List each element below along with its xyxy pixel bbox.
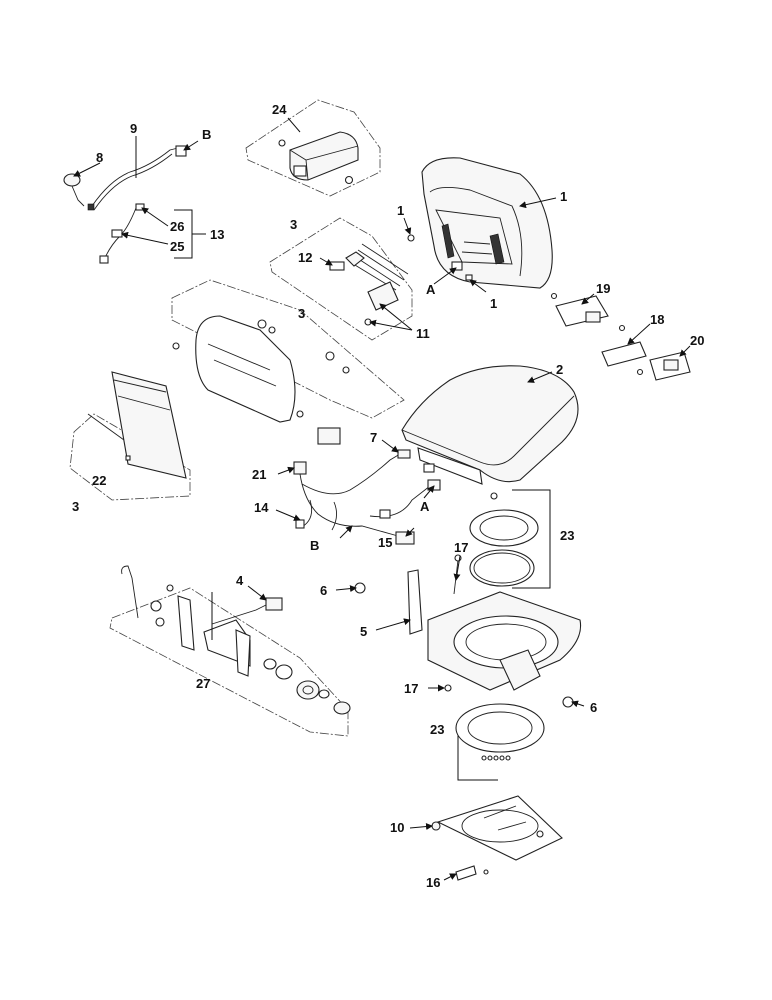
bracket-23-bottom bbox=[457, 730, 498, 781]
ring-23-top bbox=[469, 492, 539, 587]
bracket-19 bbox=[550, 292, 609, 327]
bracket-18 bbox=[601, 324, 647, 367]
callout-19: 19 bbox=[596, 281, 610, 296]
harness-13 bbox=[99, 203, 145, 264]
callout-5: 5 bbox=[360, 624, 367, 639]
callout-1-screw-lower: 1 bbox=[490, 296, 497, 311]
bracket-20 bbox=[636, 351, 691, 381]
callout-labels: 1 1 1 A 2 24 B 9 8 26 13 25 3 12 11 3 19… bbox=[72, 102, 704, 890]
callout-18: 18 bbox=[650, 312, 664, 327]
seat-cushion bbox=[401, 365, 579, 485]
callout-2: 2 bbox=[556, 362, 563, 377]
callout-6-left: 6 bbox=[320, 583, 327, 598]
callout-25: 25 bbox=[170, 239, 184, 254]
callout-9: 9 bbox=[130, 121, 137, 136]
callout-22: 22 bbox=[92, 473, 106, 488]
callout-10: 10 bbox=[390, 820, 404, 835]
suspension-assembly bbox=[121, 565, 351, 715]
callout-3-bottom: 3 bbox=[72, 499, 79, 514]
callout-6-right: 6 bbox=[590, 700, 597, 715]
callout-21: 21 bbox=[252, 467, 266, 482]
callout-12: 12 bbox=[298, 250, 312, 265]
callout-13: 13 bbox=[210, 227, 224, 242]
callout-1-seat-back: 1 bbox=[560, 189, 567, 204]
ring-23-bottom bbox=[455, 703, 545, 761]
leader-lines bbox=[73, 117, 691, 881]
swivel-base bbox=[354, 554, 582, 708]
callout-8: 8 bbox=[96, 150, 103, 165]
lever-mechanism bbox=[329, 243, 409, 326]
cover-plate bbox=[87, 371, 187, 479]
seat-back bbox=[421, 157, 553, 289]
callout-b-upper: B bbox=[202, 127, 211, 142]
callout-26: 26 bbox=[170, 219, 184, 234]
callout-20: 20 bbox=[690, 333, 704, 348]
harness-9 bbox=[63, 145, 187, 211]
callout-1-screw-upper: 1 bbox=[397, 203, 404, 218]
main-harness bbox=[293, 449, 441, 545]
callout-4: 4 bbox=[236, 573, 244, 588]
bracket-16 bbox=[455, 865, 489, 881]
callout-17-lower: 17 bbox=[404, 681, 418, 696]
callout-7: 7 bbox=[370, 430, 377, 445]
callout-24: 24 bbox=[272, 102, 287, 117]
callout-3-mid: 3 bbox=[298, 306, 305, 321]
callout-16: 16 bbox=[426, 875, 440, 890]
callout-17-upper: 17 bbox=[454, 540, 468, 555]
group-outline-3-top bbox=[269, 217, 413, 341]
callout-b-lower: B bbox=[310, 538, 319, 553]
callout-11: 11 bbox=[416, 326, 430, 341]
group-outline-27 bbox=[109, 587, 349, 737]
callout-23-top: 23 bbox=[560, 528, 574, 543]
bottom-plate bbox=[431, 795, 563, 861]
callout-a-upper: A bbox=[426, 282, 436, 297]
group-outline-24 bbox=[245, 99, 381, 197]
bracket-13 bbox=[174, 209, 206, 259]
group-outline-22 bbox=[69, 413, 191, 501]
callout-14: 14 bbox=[254, 500, 269, 515]
seat-back-fasteners bbox=[407, 234, 473, 281]
callout-a-lower: A bbox=[420, 499, 430, 514]
back-panel bbox=[172, 315, 350, 445]
callout-15: 15 bbox=[378, 535, 392, 550]
bracket-23-top bbox=[512, 489, 551, 589]
callout-27: 27 bbox=[196, 676, 210, 691]
callout-23-bottom: 23 bbox=[430, 722, 444, 737]
armrest bbox=[278, 131, 359, 185]
callout-3-top: 3 bbox=[290, 217, 297, 232]
group-outline-3-mid bbox=[171, 279, 405, 419]
